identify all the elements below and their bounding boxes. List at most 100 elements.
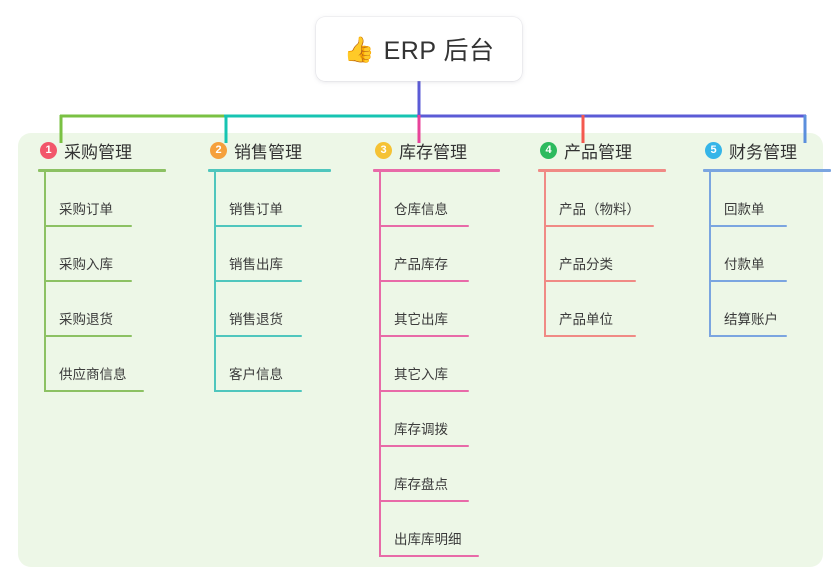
root-node[interactable]: 👍 ERP 后台 [316,17,522,81]
branch-item-label: 其它出库 [394,312,448,328]
branch-item-label: 出库库明细 [394,532,462,548]
branch-item-label: 采购入库 [59,257,113,273]
branch-item-rule [709,280,787,282]
branch-item-label: 产品单位 [559,312,613,328]
branches-panel [18,133,823,567]
branch-item[interactable]: 其它入库 [379,337,518,392]
branch-items-5: 回款单付款单结算账户 [709,172,823,337]
branch-item-label: 销售订单 [229,202,283,218]
branch-item[interactable]: 采购入库 [44,227,188,282]
branch-item[interactable]: 出库库明细 [379,502,518,557]
branch-badge-4: 4 [540,141,557,159]
branch-item[interactable]: 采购订单 [44,172,188,227]
branch-item[interactable]: 采购退货 [44,282,188,337]
branch-header-2[interactable]: 2 销售管理 [208,133,353,167]
branch-title-4: 产品管理 [564,142,632,162]
branch-badge-1: 1 [40,141,57,159]
branch-item-rule [214,335,302,337]
branch-item[interactable]: 付款单 [709,227,823,282]
branch-item-rule [44,280,132,282]
branch-item-rule [44,390,144,392]
branch-item-label: 库存盘点 [394,477,448,493]
branch-spine-3 [379,172,381,557]
branch-item[interactable]: 产品库存 [379,227,518,282]
branch-header-5[interactable]: 5 财务管理 [703,133,823,167]
branch-item[interactable]: 产品单位 [544,282,683,337]
branch-header-1[interactable]: 1 采购管理 [38,133,188,167]
branch-item-label: 仓库信息 [394,202,448,218]
branch-item-label: 销售出库 [229,257,283,273]
branch-header-rule-2 [208,169,331,172]
branch-items-1: 采购订单采购入库采购退货供应商信息 [44,172,188,392]
branch-item-rule [379,445,469,447]
branch-item-rule [379,225,469,227]
branch-item-rule [44,225,132,227]
branch-column-4: 4 产品管理产品（物料） 产品分类产品单位 [518,133,683,337]
branch-header-rule-4 [538,169,666,172]
branch-spine-2 [214,172,216,392]
branch-item-label: 采购退货 [59,312,113,328]
branch-spine-4 [544,172,546,337]
branch-item[interactable]: 回款单 [709,172,823,227]
branch-item[interactable]: 结算账户 [709,282,823,337]
branch-item-label: 客户信息 [229,367,283,383]
branch-badge-3: 3 [375,141,392,159]
branch-header-4[interactable]: 4 产品管理 [538,133,683,167]
branch-item[interactable]: 销售订单 [214,172,353,227]
branch-item-rule [544,225,654,227]
branch-badge-2: 2 [210,141,227,159]
branch-badge-5: 5 [705,141,722,159]
branch-item[interactable]: 产品（物料） [544,172,683,227]
branch-item-rule [544,280,636,282]
branch-item-label: 付款单 [724,257,765,273]
branch-spine-1 [44,172,46,392]
branch-column-5: 5 财务管理回款单付款单结算账户 [683,133,831,337]
branch-item-rule [379,280,469,282]
branch-item-rule [214,390,302,392]
branch-item[interactable]: 其它出库 [379,282,518,337]
root-node-title: ERP 后台 [383,37,495,65]
branch-item-rule [379,555,479,557]
branch-title-2: 销售管理 [234,142,302,162]
branch-item-rule [379,390,469,392]
thumbs-up-icon: 👍 [343,35,375,64]
branch-item-rule [709,225,787,227]
branch-item-rule [214,225,302,227]
branch-columns: 1 采购管理采购订单采购入库采购退货供应商信息 2 销售管理销售订单销售出库销售退货客… [18,133,831,567]
branch-item[interactable]: 库存调拨 [379,392,518,447]
branch-item-label: 结算账户 [724,312,778,328]
branch-item-rule [379,500,469,502]
branch-item[interactable]: 销售出库 [214,227,353,282]
branch-item-label: 产品（物料） [559,202,640,218]
branch-title-5: 财务管理 [729,142,797,162]
branch-item-label: 销售退货 [229,312,283,328]
branch-column-1: 1 采购管理采购订单采购入库采购退货供应商信息 [18,133,188,392]
branch-item-label: 供应商信息 [59,367,127,383]
branch-item-rule [214,280,302,282]
branch-item-rule [379,335,469,337]
branch-header-rule-5 [703,169,831,172]
branch-item-rule [44,335,132,337]
branch-item[interactable]: 销售退货 [214,282,353,337]
branch-column-2: 2 销售管理销售订单销售出库销售退货客户信息 [188,133,353,392]
branch-item-rule [709,335,787,337]
branch-item-label: 回款单 [724,202,765,218]
branch-item[interactable]: 库存盘点 [379,447,518,502]
branch-spine-5 [709,172,711,337]
branch-item[interactable]: 客户信息 [214,337,353,392]
branch-item-rule [544,335,636,337]
branch-items-3: 仓库信息产品库存其它出库其它入库库存调拨库存盘点出库库明细 [379,172,518,557]
branch-items-4: 产品（物料） 产品分类产品单位 [544,172,683,337]
branch-items-2: 销售订单销售出库销售退货客户信息 [214,172,353,392]
branch-item[interactable]: 产品分类 [544,227,683,282]
branch-item-label: 库存调拨 [394,422,448,438]
branch-title-1: 采购管理 [64,142,132,162]
branch-header-3[interactable]: 3 库存管理 [373,133,518,167]
branch-item[interactable]: 仓库信息 [379,172,518,227]
branch-item-label: 其它入库 [394,367,448,383]
branch-item[interactable]: 供应商信息 [44,337,188,392]
branch-item-label: 产品分类 [559,257,613,273]
branch-item-label: 产品库存 [394,257,448,273]
branch-title-3: 库存管理 [399,142,467,162]
